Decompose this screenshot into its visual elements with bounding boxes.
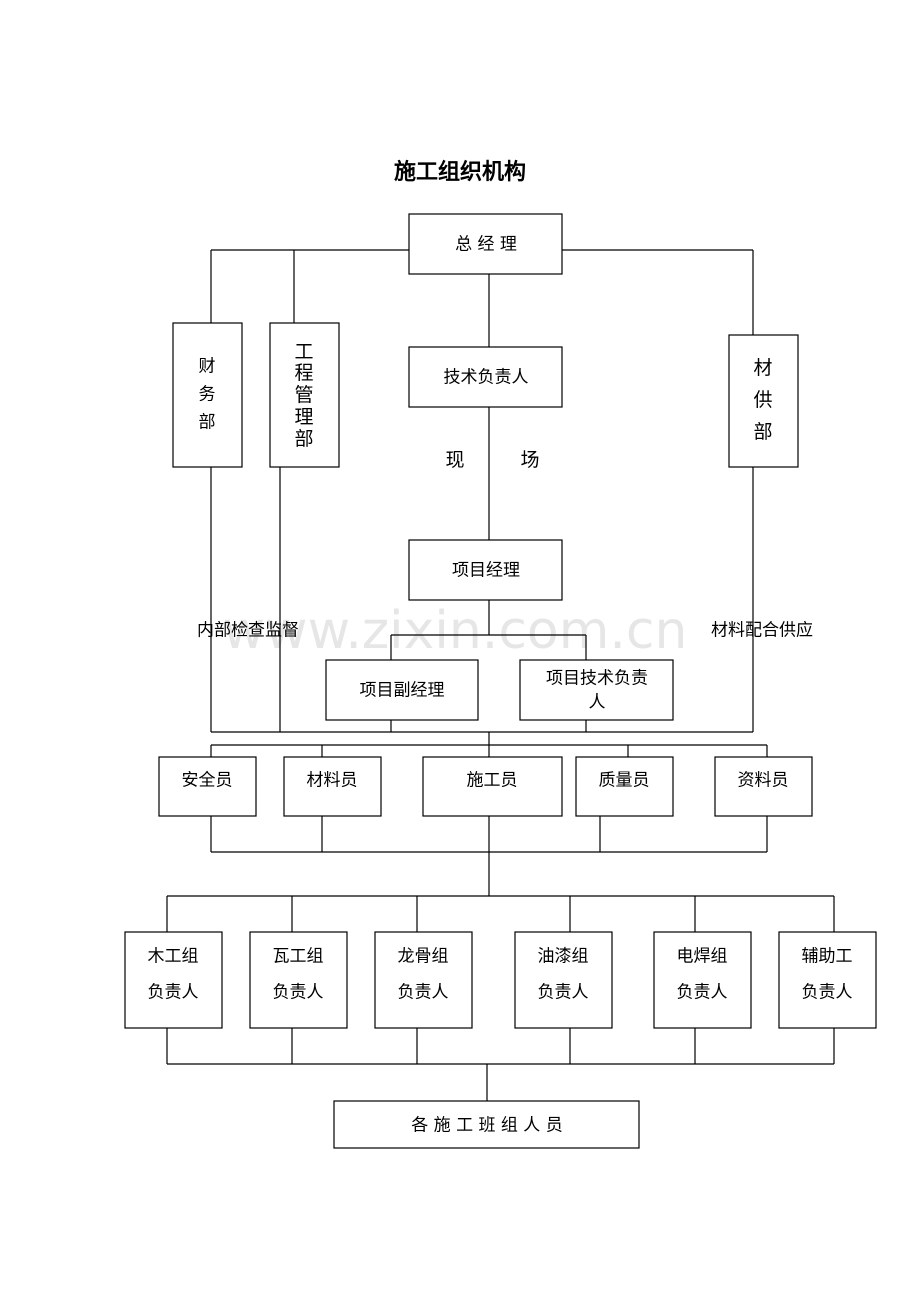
node-materials-officer: 材料员 <box>283 756 382 817</box>
node-label: 电焊组 <box>677 947 728 967</box>
page-title: 施工组织机构 <box>394 159 526 185</box>
node-label: 材 <box>753 357 772 379</box>
node-label: 负责人 <box>538 983 589 1003</box>
node-quality-officer: 质量员 <box>575 756 674 817</box>
node-label: 总 经 理 <box>455 235 517 255</box>
node-safety-officer: 安全员 <box>158 756 257 817</box>
node-label: 工 <box>294 341 313 363</box>
node-documents-officer: 资料员 <box>714 756 813 817</box>
node-team-painting: 油漆组 负责人 <box>514 931 613 1029</box>
node-label: 项目技术负责 <box>546 669 648 689</box>
node-label: 施工员 <box>467 771 518 791</box>
node-general-manager: 总 经 理 <box>408 213 563 275</box>
node-label: 财 <box>199 357 216 377</box>
node-tech-lead: 技术负责人 <box>408 346 563 408</box>
node-label: 各 施 工 班 组 人 员 <box>411 1116 562 1136</box>
node-label: 质量员 <box>599 771 650 791</box>
node-label: 部 <box>294 428 313 450</box>
node-label: 瓦工组 <box>273 947 324 967</box>
connector-lines <box>166 249 835 1101</box>
node-label: 程 <box>294 362 313 384</box>
node-supply: 材 供 部 <box>728 334 799 468</box>
node-all-crews: 各 施 工 班 组 人 员 <box>333 1100 640 1149</box>
node-team-welding: 电焊组 负责人 <box>653 931 752 1029</box>
node-finance: 财 务 部 <box>172 322 243 468</box>
node-team-masonry: 瓦工组 负责人 <box>249 931 348 1029</box>
label-site-left: 现 <box>445 449 464 471</box>
node-label: 木工组 <box>148 947 199 967</box>
node-label: 人 <box>589 693 606 713</box>
node-deputy-pm: 项目副经理 <box>325 659 479 721</box>
node-label: 项目副经理 <box>360 681 445 701</box>
node-label: 油漆组 <box>538 947 589 967</box>
node-label: 资料员 <box>738 771 789 791</box>
label-site-right: 场 <box>520 449 539 471</box>
node-label: 安全员 <box>182 771 233 791</box>
node-label: 部 <box>753 421 772 443</box>
node-team-carpentry: 木工组 负责人 <box>124 931 223 1029</box>
node-label: 技术负责人 <box>444 368 529 388</box>
node-label: 负责人 <box>802 983 853 1003</box>
node-project-manager: 项目经理 <box>408 539 563 601</box>
node-label: 供 <box>753 389 772 411</box>
node-label: 理 <box>294 406 313 428</box>
label-internal-supervision: 内部检查监督 <box>197 621 299 641</box>
node-label: 部 <box>199 413 216 433</box>
node-project-tech-lead: 项目技术负责 人 <box>519 659 674 721</box>
node-label: 负责人 <box>677 983 728 1003</box>
node-label: 龙骨组 <box>398 947 449 967</box>
watermark: www.zixin.com.cn <box>223 601 688 661</box>
node-label: 材料员 <box>307 771 358 791</box>
node-team-keel: 龙骨组 负责人 <box>374 931 473 1029</box>
node-engineering: 工 程 管 理 部 <box>269 322 340 468</box>
node-label: 负责人 <box>148 983 199 1003</box>
node-label: 管 <box>294 384 313 406</box>
node-label: 负责人 <box>398 983 449 1003</box>
node-label: 项目经理 <box>452 561 520 581</box>
label-material-supply: 材料配合供应 <box>711 621 813 641</box>
node-label: 负责人 <box>273 983 324 1003</box>
node-team-auxiliary: 辅助工 负责人 <box>778 931 877 1029</box>
node-construction-officer: 施工员 <box>422 756 563 817</box>
node-label: 辅助工 <box>802 947 853 967</box>
node-label: 务 <box>199 385 216 405</box>
